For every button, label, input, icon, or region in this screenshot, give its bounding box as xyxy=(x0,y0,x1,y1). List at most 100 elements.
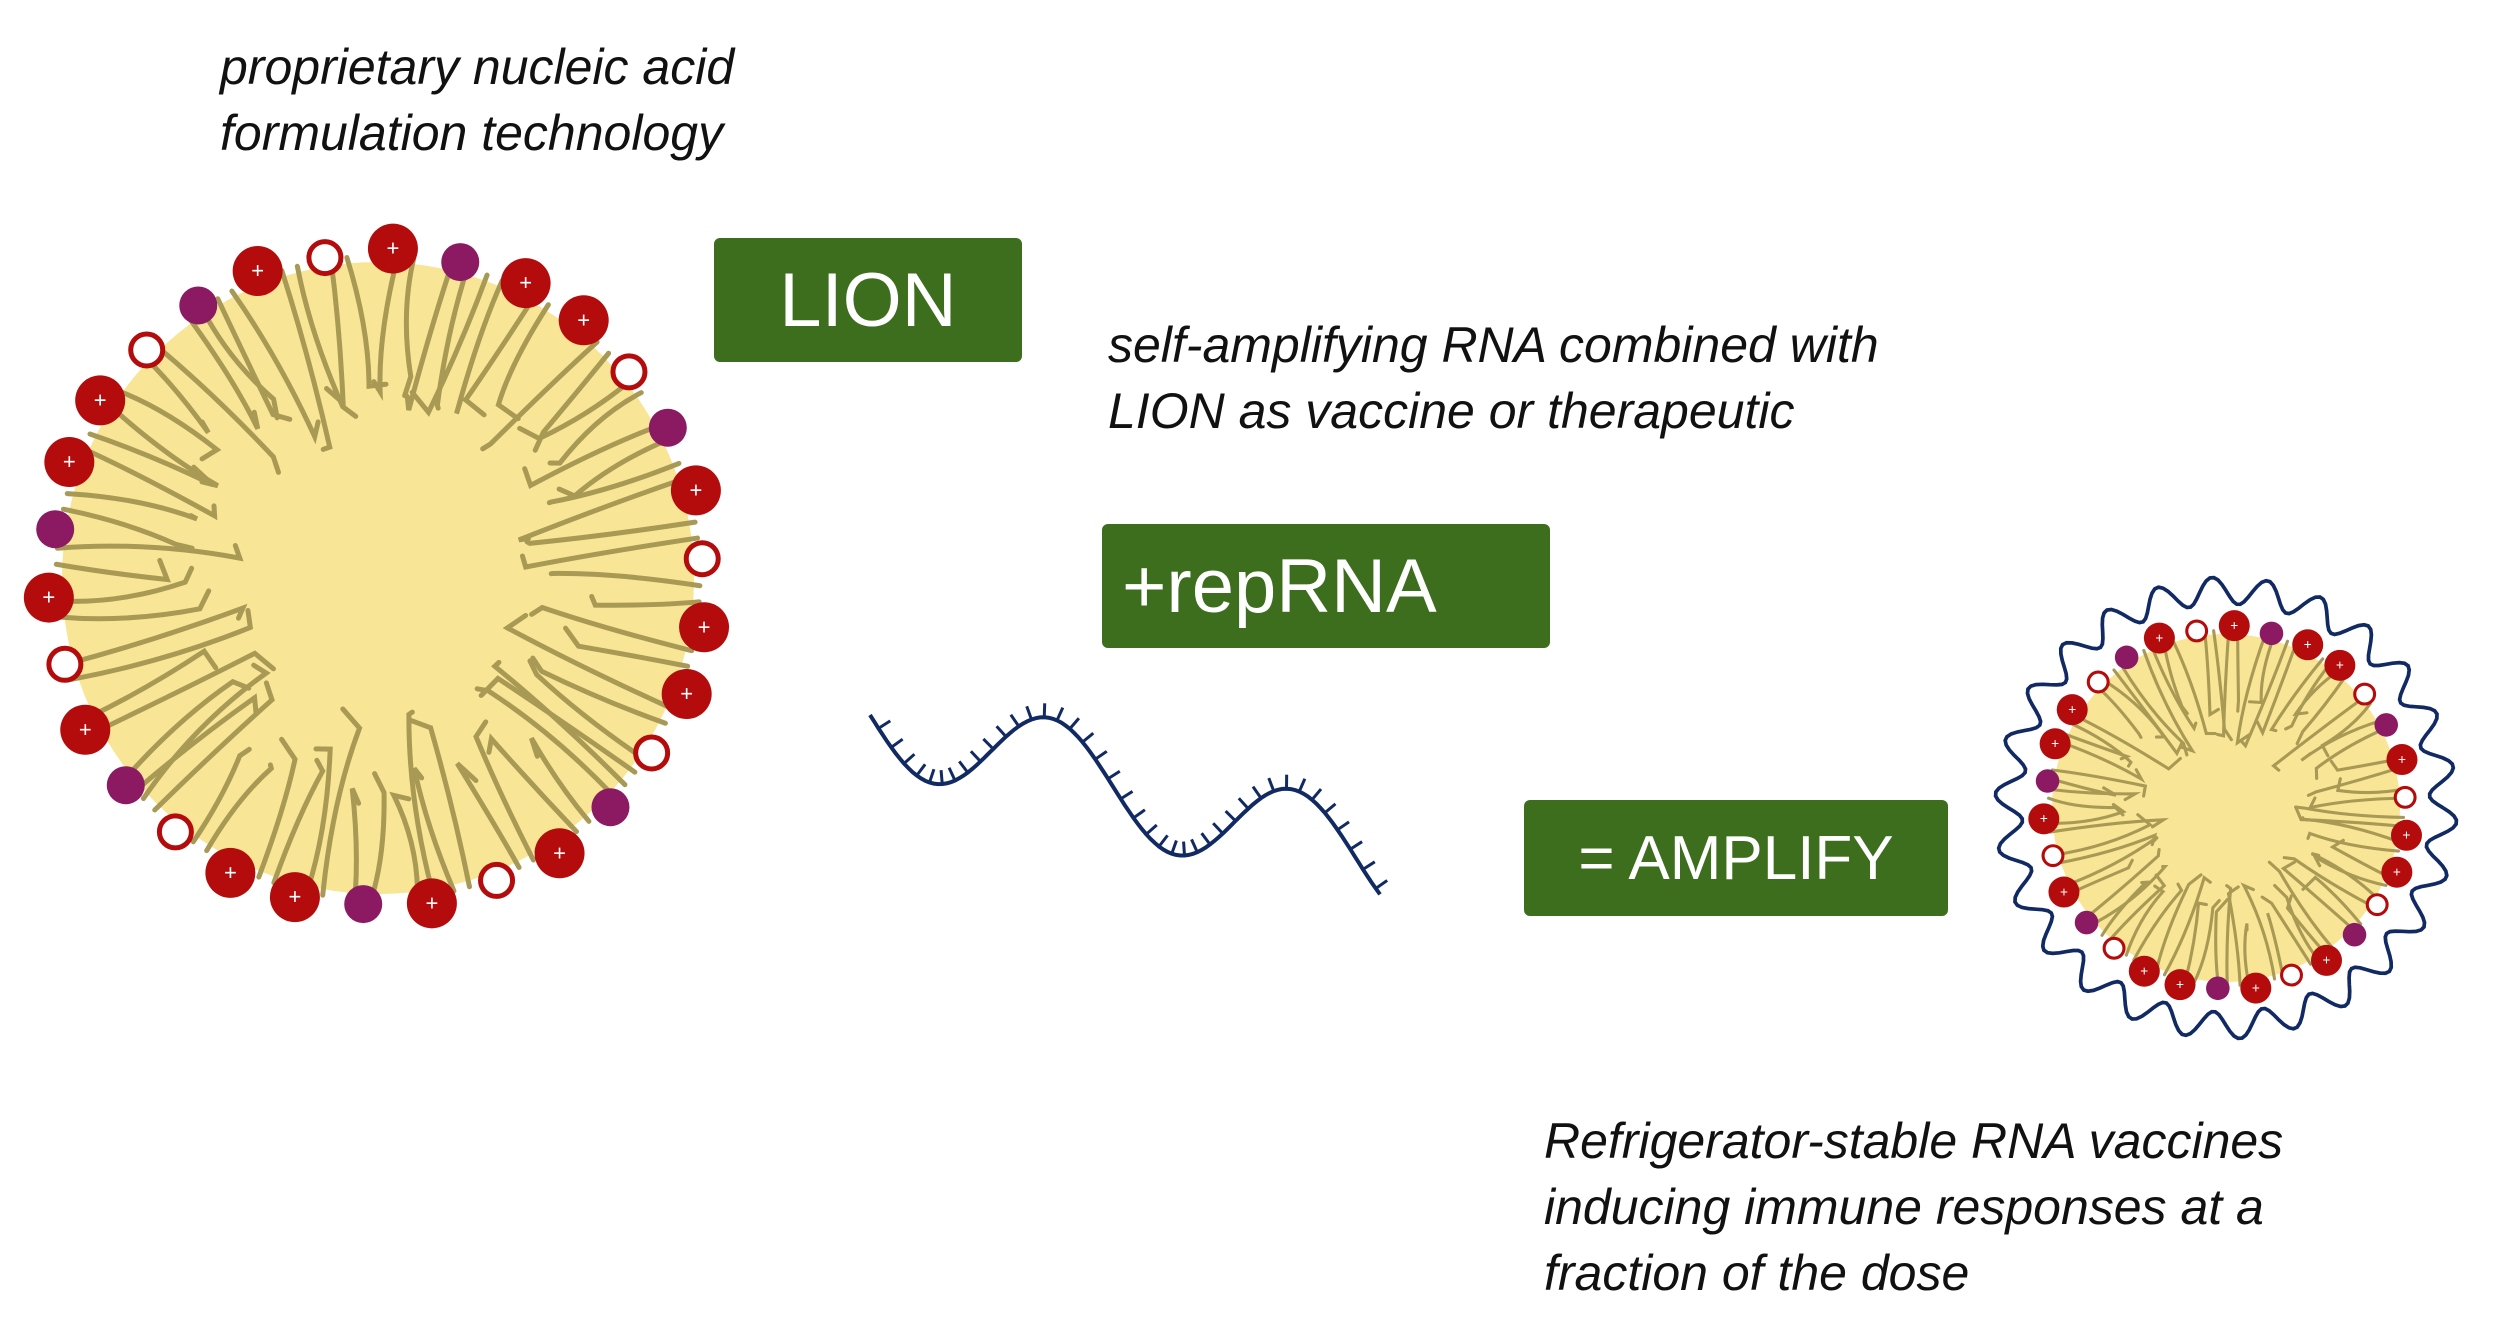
lipid-tail xyxy=(409,272,490,417)
lipid-tail xyxy=(2266,912,2285,978)
nucleotide-tick xyxy=(1237,797,1250,810)
lipid-tail xyxy=(434,266,470,411)
lipid-tail xyxy=(480,339,600,452)
plus-charge-icon: + xyxy=(689,477,702,502)
lipid-tail xyxy=(411,766,457,894)
plus-charge-icon: + xyxy=(553,840,566,865)
cationic-lipid-head xyxy=(2324,649,2356,681)
cationic-lipid-head xyxy=(670,465,721,516)
lipid-tail xyxy=(2306,766,2401,797)
lipid-tail xyxy=(215,296,293,422)
helper-lipid-head xyxy=(156,813,194,851)
plus-charge-icon: + xyxy=(2402,828,2410,843)
reprna-badge: +repRNA xyxy=(1102,524,1550,648)
plus-charge-icon: + xyxy=(2176,977,2184,992)
lion-badge-label: LION xyxy=(779,257,957,343)
cationic-lipid-head xyxy=(2048,876,2080,908)
lipid-tail xyxy=(54,542,244,562)
lipid-tail xyxy=(204,762,275,854)
nucleotide-tick xyxy=(1170,839,1178,855)
lipid-tail xyxy=(486,733,579,835)
plus-charge-icon: + xyxy=(2323,953,2331,968)
lipid-tail xyxy=(371,254,401,402)
neutral-lipid-head xyxy=(344,885,383,924)
lipid-core xyxy=(62,262,694,894)
nucleotide-tick xyxy=(1157,834,1169,848)
cationic-lipid-head xyxy=(367,223,418,274)
neutral-lipid-head xyxy=(648,408,687,447)
nucleotide-tick xyxy=(995,725,1008,738)
lipid-tail xyxy=(2072,713,2182,771)
helper-lipid-head xyxy=(2365,893,2389,917)
neutral-lipid-head xyxy=(2374,713,2399,737)
neutral-lipid-head xyxy=(2342,922,2367,947)
helper-lipid-head xyxy=(306,239,344,277)
nucleotide-tick xyxy=(969,750,982,763)
lipid-tail xyxy=(104,400,219,489)
lipid-tail xyxy=(279,268,333,452)
lipid-tail xyxy=(60,506,195,551)
formulation-caption-line-2: formulation technology xyxy=(220,105,724,161)
cationic-lipid-head xyxy=(2218,610,2250,642)
lipid-tail xyxy=(2119,663,2189,757)
lipid-tail xyxy=(190,746,252,845)
lipid-tail xyxy=(2170,637,2217,736)
lipid-tail xyxy=(502,612,675,712)
lipid-tail xyxy=(2055,832,2158,865)
nucleotide-tick xyxy=(947,767,957,782)
lion-badge: LION xyxy=(714,238,1022,362)
lipid-tail xyxy=(474,686,617,800)
lipid-tail xyxy=(409,718,472,890)
plus-charge-icon: + xyxy=(2336,658,2344,673)
helper-lipid-head xyxy=(2393,785,2417,809)
lipid-tail xyxy=(522,422,664,489)
lipid-tail xyxy=(304,746,333,895)
nucleotide-tick xyxy=(1374,879,1389,890)
combined-caption: self-amplifying RNA combined with LION a… xyxy=(1108,312,1879,444)
nucleotide-tick xyxy=(1068,717,1081,730)
nucleotide-tick xyxy=(1055,707,1065,722)
lipid-tail xyxy=(532,350,612,453)
lipid-tail xyxy=(64,491,199,522)
lipid-tail xyxy=(2162,875,2212,977)
cationic-lipid-head xyxy=(2143,622,2175,654)
lipid-tail xyxy=(2294,805,2406,819)
lipid-tail xyxy=(2059,740,2146,784)
lipid-tail xyxy=(2307,796,2405,810)
cationic-lipid-head xyxy=(2164,969,2196,1001)
lipid-tail xyxy=(2150,644,2198,732)
lipid-tail xyxy=(2142,648,2197,754)
cationic-lipid-head xyxy=(2039,728,2071,760)
lipid-tail xyxy=(2269,657,2325,733)
helper-lipid-head xyxy=(610,353,648,391)
lipid-tail xyxy=(2090,864,2169,927)
lipid-tail xyxy=(2084,848,2161,920)
cationic-lipid-head xyxy=(205,847,256,898)
lipid-tail xyxy=(2300,719,2383,762)
lipid-tail xyxy=(2112,668,2184,757)
nucleotide-tick xyxy=(1362,860,1376,871)
lipid-tail xyxy=(547,390,644,466)
lipid-tail xyxy=(455,761,522,870)
plus-charge-icon: + xyxy=(2051,736,2059,751)
lipid-tail xyxy=(2306,831,2400,853)
nucleotide-tick xyxy=(890,737,904,749)
nucleotide-tick xyxy=(902,753,916,765)
lipid-tail xyxy=(152,680,275,813)
nucleotide-tick xyxy=(982,737,995,750)
neutral-lipid-head xyxy=(2074,910,2099,935)
cationic-lipid-head xyxy=(2386,744,2418,776)
lipid-tail xyxy=(2053,813,2153,857)
nucleotide-tick xyxy=(1267,777,1276,792)
plus-charge-icon: + xyxy=(2393,865,2401,880)
nucleotide-tick xyxy=(1094,750,1108,761)
nucleotide-tick xyxy=(1025,705,1033,720)
cationic-lipid-head xyxy=(534,828,585,879)
lipid-tail xyxy=(2215,628,2231,738)
nucleotide-tick xyxy=(1200,832,1212,846)
neutral-lipid-head xyxy=(36,510,75,549)
lipid-tail xyxy=(529,736,592,824)
neutral-lipid-head xyxy=(2035,769,2060,793)
lipid-tail xyxy=(53,557,171,583)
